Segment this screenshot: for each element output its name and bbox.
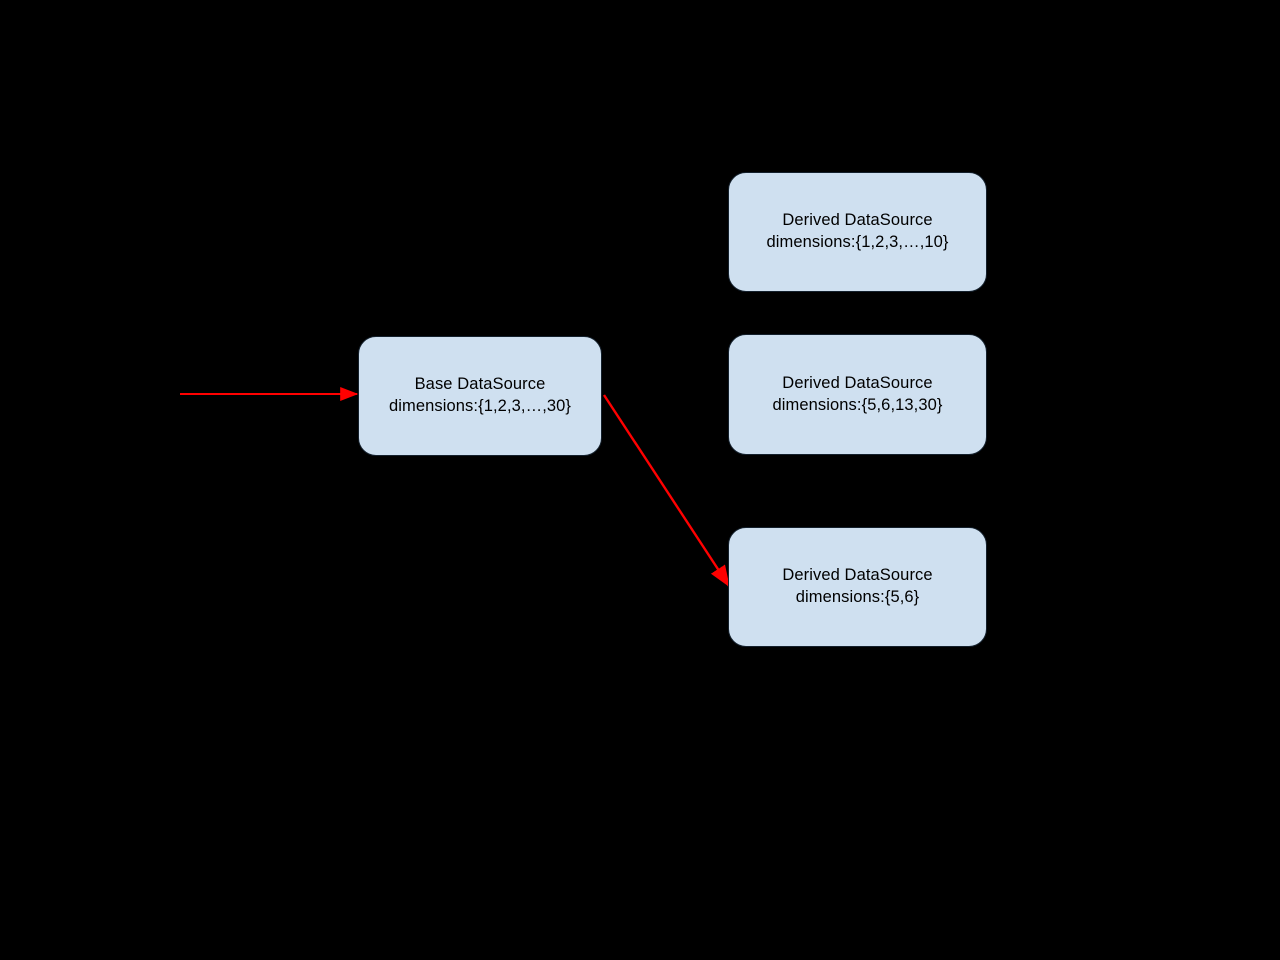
node-derived-datasource-1-2-3-10[interactable]: Derived DataSource dimensions:{1,2,3,…,1… bbox=[728, 172, 987, 292]
node-derived-datasource-5-6[interactable]: Derived DataSource dimensions:{5,6} bbox=[728, 527, 987, 647]
node-derived-datasource-5-6-13-30-label: Derived DataSource dimensions:{5,6,13,30… bbox=[772, 373, 943, 414]
node-base-datasource-label: Base DataSource dimensions:{1,2,3,…,30} bbox=[388, 375, 572, 415]
node-derived-datasource-5-6-label: Derived DataSource dimensions:{5,6} bbox=[782, 566, 933, 606]
edge-base-to-derived-dimensions-5-6 bbox=[602, 394, 731, 588]
node-base-datasource[interactable]: Base DataSource dimensions:{1,2,3,…,30} bbox=[358, 336, 602, 456]
node-derived-datasource-5-6-13-30[interactable]: Derived DataSource dimensions:{5,6,13,30… bbox=[728, 334, 987, 455]
node-derived-datasource-1-2-3-10-label: Derived DataSource dimensions:{1,2,3,…,1… bbox=[766, 211, 949, 251]
